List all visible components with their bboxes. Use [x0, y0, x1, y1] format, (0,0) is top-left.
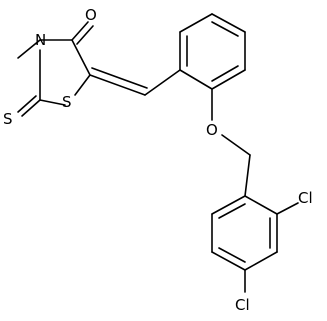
bond-c5-ch-a	[89, 74, 146, 96]
bond-ch2-ring2	[244, 154, 251, 197]
bond-o-ch2	[221, 134, 251, 156]
ring2-bond-3	[244, 251, 278, 271]
bond-c4-o-a	[71, 21, 89, 41]
ring2-bond-6-inner	[218, 203, 246, 219]
bond-cl-ortho	[276, 202, 299, 215]
bond-c2-s-b	[17, 95, 37, 113]
bond-c4-o-b	[76, 25, 94, 45]
ring1-bond-3	[211, 13, 246, 33]
bond-c5-s1	[74, 74, 91, 96]
ring2-bond-4-inner	[218, 247, 246, 263]
ring2-bond-6	[211, 195, 246, 215]
bond-ch-ring	[144, 69, 181, 96]
ring1-bond-5-inner	[211, 65, 239, 82]
ring-sulfur-label: S	[62, 93, 72, 111]
ortho-chlorine-label: Cl	[298, 189, 313, 207]
ring1-bond-5	[211, 69, 246, 90]
ring1-bond-3-inner	[211, 21, 239, 37]
ring2-bond-4	[211, 251, 246, 271]
ring2-bond-1	[244, 195, 278, 215]
bond-c2-s-a	[21, 99, 41, 117]
thioxo-sulfur-label: S	[3, 110, 13, 128]
bond-c4-c5	[71, 39, 91, 76]
bond-c5-ch-b	[91, 67, 148, 89]
para-chlorine-label: Cl	[235, 296, 250, 314]
bond-s1-c2	[39, 99, 66, 106]
ring-nitrogen-label: N	[35, 31, 46, 49]
ring1-bond-2	[179, 13, 213, 33]
carbonyl-oxygen-label: O	[85, 6, 97, 24]
ether-oxygen-label: O	[206, 121, 218, 139]
ring1-bond-6	[179, 69, 213, 90]
bond-n-methyl	[17, 39, 41, 59]
